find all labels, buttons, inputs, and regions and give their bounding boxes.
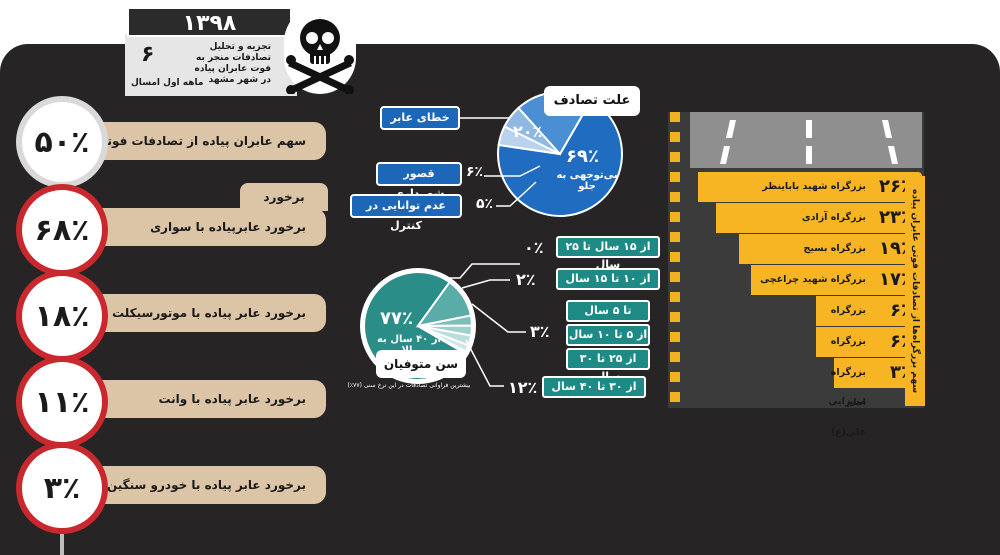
age-group-4-percent: ۱۲٪ <box>508 378 538 397</box>
pedestrian-share-circle: ۵۰٪ <box>16 96 108 188</box>
highway-percent: ۲۶٪ <box>879 176 912 197</box>
skull-crossbones-icon <box>284 6 356 95</box>
age-group-3c-label: از ۲۵ تا ۳۰ سال <box>566 348 650 383</box>
cause-inattention-percent: ۶۹٪ <box>566 146 599 167</box>
age-group-3a-label: تا ۵ سال <box>566 300 650 322</box>
cause-slice-inattention <box>497 98 623 217</box>
age-group-2-label: از ۱۰ تا ۱۵ سال <box>556 268 660 290</box>
header-info-box: ۶ ماهه اول امسال تجزیه و تحلیل تصادفات م… <box>125 34 297 96</box>
heavy-vehicle-collision-bar: برخورد عابر پیاده با خودرو سنگین <box>68 466 326 504</box>
motorcycle-collision-percent: ۱۸٪ <box>34 298 92 334</box>
cause-control-percent: ۵٪ <box>476 196 494 212</box>
age-main-percent: ۷۷٪ <box>380 308 413 329</box>
age-group-3-percent: ۳٪ <box>530 322 550 341</box>
highway-vertical-title: سهم بزرگراه‌ها از تصادفات فوتی عابران پی… <box>905 176 925 406</box>
van-collision-percent: ۱۱٪ <box>34 384 92 420</box>
motorcycle-collision-bar: برخورد عابر پیاده با موتورسیکلت <box>68 294 326 332</box>
age-group-1-label: از ۱۵ سال تا ۲۵ سال <box>556 236 660 271</box>
cause-control-label: عدم توانایی در کنترل <box>350 194 462 232</box>
heavy-vehicle-collision-percent: ۳٪ <box>43 470 83 506</box>
age-group-3b-label: از ۵ تا ۱۰ سال <box>566 324 650 346</box>
age-group-2-percent: ۲٪ <box>516 270 536 289</box>
highway-name: بزرگراه شهید چراغچی <box>760 274 866 285</box>
year-label: ۱۳۹۸ <box>127 7 292 37</box>
highway-name: بزرگراه امام علی(ع) <box>830 367 866 438</box>
highway-bar: بزرگراه آزادی ۲۳٪ <box>715 203 922 233</box>
collision-tab: برخورد <box>240 183 328 211</box>
car-collision-percent: ۶۸٪ <box>34 212 92 248</box>
months-label: ماهه اول امسال <box>131 78 204 88</box>
car-collision-bar: برخورد عابرپیاده با سواری <box>68 208 326 246</box>
highway-percent: ۱۷٪ <box>879 269 912 290</box>
highway-bar: بزرگراه شهید چراغچی ۱۷٪ <box>751 265 922 295</box>
pedestrian-share-percent: ۵۰٪ <box>34 124 92 160</box>
highway-percent: ۲۳٪ <box>879 207 912 228</box>
cause-municipality-label: قصور شهرداری <box>376 162 462 200</box>
header-description: تجزیه و تحلیل تصادفات منجر به فوت عابران… <box>194 42 271 85</box>
heavy-vehicle-collision-circle: ۳٪ <box>16 442 108 534</box>
highway-bar: بزرگراه بسیج ۱۹٪ <box>739 234 922 264</box>
pedestrian-share-bar: سهم عابران پیاده از تصادفات فوتی <box>68 122 326 160</box>
cause-inattention-label: بی‌توجهی به جلو <box>556 170 618 192</box>
motorcycle-collision-circle: ۱۸٪ <box>16 270 108 362</box>
cause-connector-lines <box>460 117 541 207</box>
highway-percent: ۱۹٪ <box>879 238 912 259</box>
cause-error-percent: ۲۰٪ <box>513 122 543 141</box>
cause-municipality-percent: ۶٪ <box>466 164 484 180</box>
age-group-4-label: از ۳۰ تا ۴۰ سال <box>542 376 646 398</box>
car-collision-circle: ۶۸٪ <box>16 184 108 276</box>
road-surface <box>690 112 922 168</box>
cause-error-label: خطای عابر <box>380 106 460 130</box>
age-chart-title: سن متوفیان <box>376 350 466 378</box>
van-collision-circle: ۱۱٪ <box>16 356 108 448</box>
pole <box>60 534 64 555</box>
months-number: ۶ <box>141 42 155 67</box>
highway-bar: بزرگراه شهید باباینظر ۲۶٪ <box>698 172 922 202</box>
age-arc-text: بیشترین فراوانی تصادفات در این نرخ سنی (… <box>347 382 471 389</box>
highway-name: بزرگراه شهید باباینظر <box>762 181 866 192</box>
age-group-1-percent: ۰٪ <box>524 238 544 257</box>
cause-chart-title: علت تصادف <box>544 86 640 116</box>
van-collision-bar: برخورد عابر پیاده با وانت <box>68 380 326 418</box>
age-connector-lines <box>444 263 526 387</box>
highway-name: بزرگراه بسیج <box>803 243 866 254</box>
highway-name: بزرگراه آزادی <box>801 212 866 223</box>
road-caution-stripe <box>670 112 680 408</box>
